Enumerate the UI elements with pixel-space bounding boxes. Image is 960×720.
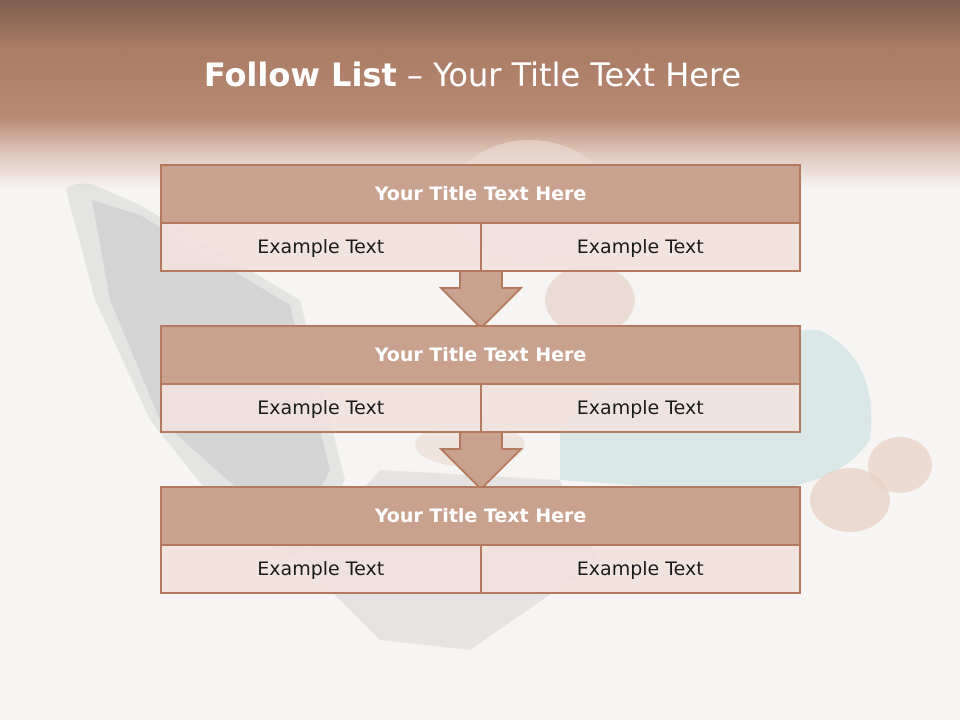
list-block-3: Your Title Text Here Example Text Exampl… [160,486,801,594]
block-title: Your Title Text Here [162,327,799,385]
block-cell-left: Example Text [257,558,385,580]
block-row: Example Text Example Text [162,546,799,592]
block-title: Your Title Text Here [162,166,799,224]
down-arrow-icon [438,431,524,491]
title-rest: – Your Title Text Here [396,56,742,94]
block-cell-left: Example Text [257,236,385,258]
block-cell-right: Example Text [479,385,800,431]
down-arrow-icon [438,270,524,330]
block-cell-right: Example Text [479,546,800,592]
block-cell-right: Example Text [479,224,800,270]
title-bold: Follow List [203,56,397,94]
block-title: Your Title Text Here [162,488,799,546]
slide-title: Follow List – Your Title Text Here [0,56,945,94]
list-block-2: Your Title Text Here Example Text Exampl… [160,325,801,433]
list-block-1: Your Title Text Here Example Text Exampl… [160,164,801,272]
block-row: Example Text Example Text [162,224,799,270]
block-row: Example Text Example Text [162,385,799,431]
block-cell-left: Example Text [257,397,385,419]
